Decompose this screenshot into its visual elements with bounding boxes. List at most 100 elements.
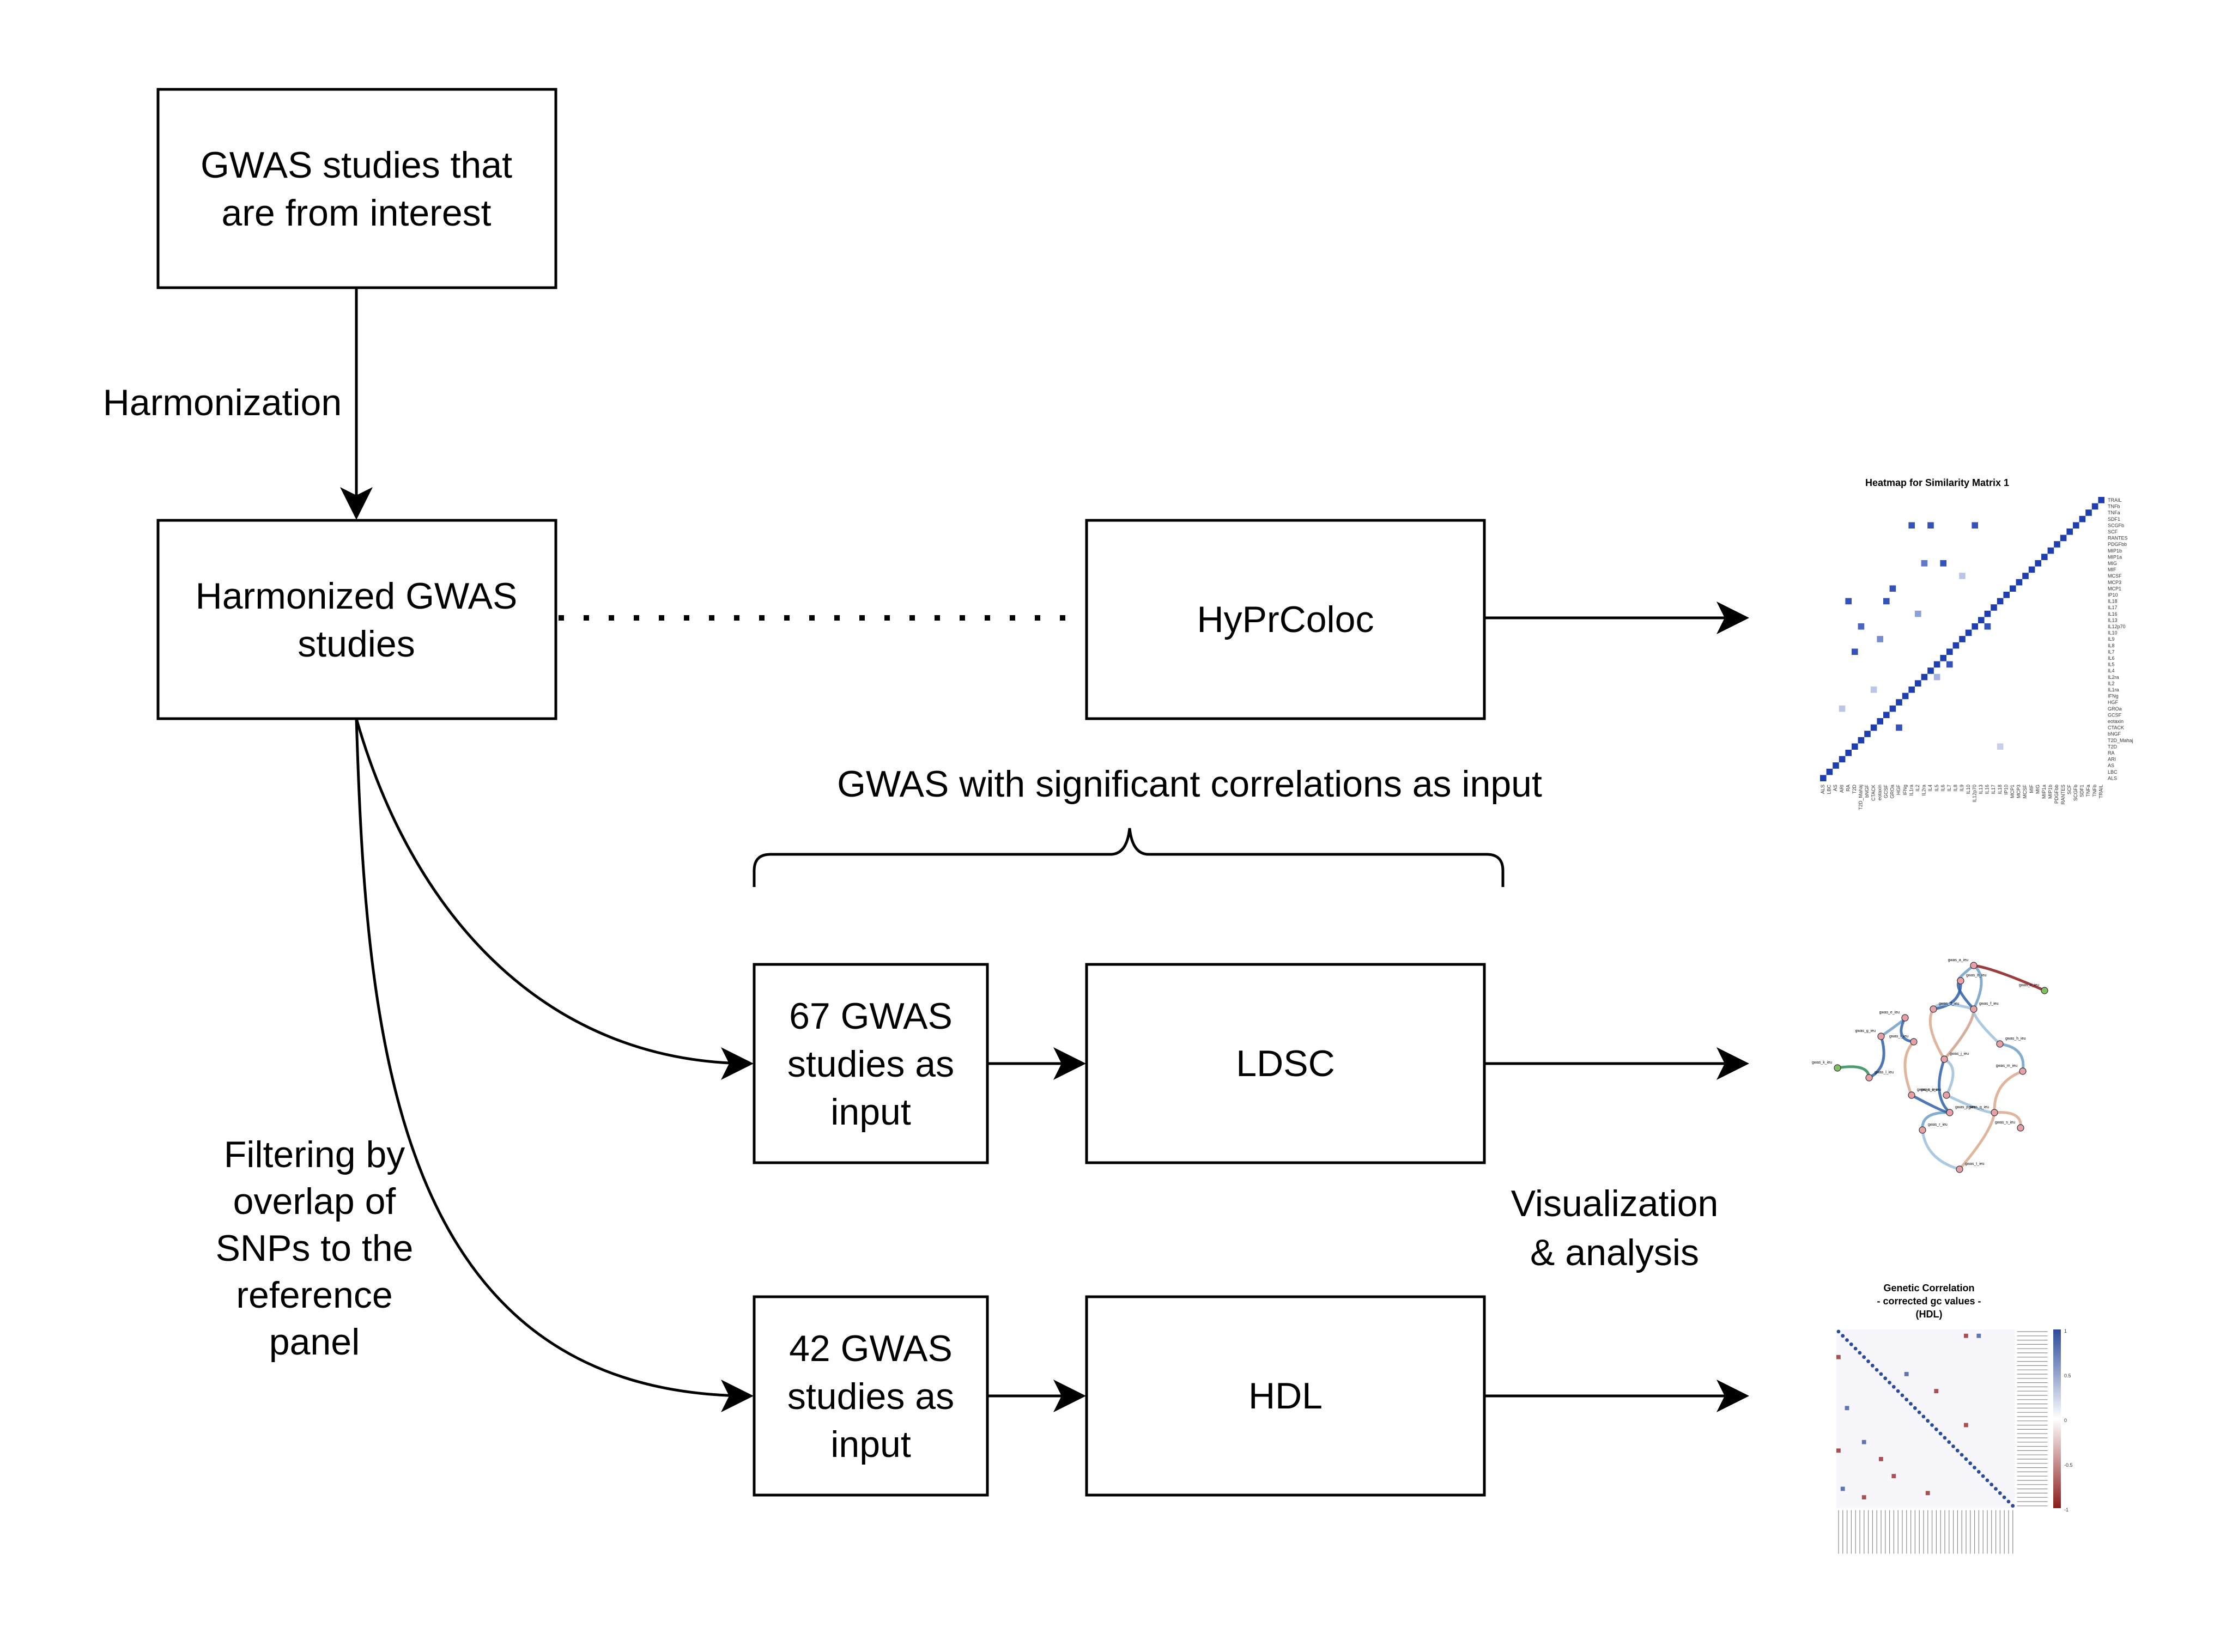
node-gwas67-line-2: studies as xyxy=(787,1043,954,1085)
node-gwas42: 42 GWAS studies as input xyxy=(753,1295,989,1497)
heatmap2-diagonal-cell xyxy=(1934,1427,1938,1431)
node-ldsc: LDSC xyxy=(1085,963,1486,1164)
heatmap1-col-label: IFNg xyxy=(1902,785,1908,795)
thumbnail-correlation-network: gwas_a_ieugwas_b_ieugwas_c_ieugwas_d_ieu… xyxy=(1812,958,2048,1173)
heatmap1-row-label: AS xyxy=(2108,763,2114,768)
heatmap1-cell xyxy=(1839,705,1846,712)
heatmap1-diagonal-cell xyxy=(2041,554,2048,560)
heatmap2-cell xyxy=(1904,1372,1909,1376)
network-edge xyxy=(1933,980,1962,1011)
heatmap1-col-label: bNGF xyxy=(1864,785,1870,798)
heatmap1-row-label: IL6 xyxy=(2108,655,2115,661)
heatmap1-row-label: IL9 xyxy=(2108,636,2115,642)
heatmap2-diagonal-cell xyxy=(1836,1329,1841,1334)
heatmap2-title-line-2: - corrected gc values - xyxy=(1877,1296,1981,1307)
heatmap1-col-label: IL4 xyxy=(1927,785,1933,792)
heatmap2-diagonal-cell xyxy=(1875,1368,1879,1372)
heatmap1-diagonal-cell xyxy=(1991,604,1997,611)
heatmap2-diagonal-cell xyxy=(1994,1487,1998,1491)
heatmap1-row-label: TNFa xyxy=(2108,510,2120,515)
heatmap1-cell xyxy=(1883,598,1890,605)
heatmap2-cell xyxy=(1964,1333,1968,1338)
heatmap2-cell xyxy=(1879,1457,1883,1461)
network-node xyxy=(1901,1014,1909,1022)
network-node-label: gwas_s_ieu xyxy=(1995,1121,2015,1125)
heatmap1-col-label: MIP1a xyxy=(2041,785,2047,799)
heatmap1-row-label: PDGFbb xyxy=(2108,542,2127,547)
heatmap1-cell xyxy=(1870,687,1877,693)
heatmap2-diagonal-cell xyxy=(1853,1346,1858,1351)
heatmap1-col-label: TNFb xyxy=(2092,785,2097,797)
heatmap1-cell xyxy=(1946,661,1953,668)
heatmap1-row-label: IL4 xyxy=(2108,668,2115,673)
network-node-label: gwas_t_ieu xyxy=(1965,1162,1985,1166)
network-node-label: gwas_l_ieu xyxy=(1875,1071,1894,1074)
network-node xyxy=(1991,1109,1998,1116)
network-node-label: gwas_p_ieu xyxy=(1955,1106,1975,1109)
heatmap1-cell xyxy=(1915,610,1921,617)
heatmap1-col-label: TRAIL xyxy=(2098,785,2103,799)
heatmap1-row-label: bNGF xyxy=(2108,731,2121,737)
heatmap1-diagonal-cell xyxy=(2028,566,2035,573)
network-edge xyxy=(1837,1065,1871,1078)
network-edge xyxy=(1938,1059,1951,1114)
network-node xyxy=(1865,1074,1873,1082)
network-node-label: gwas_q_ieu xyxy=(1969,1106,1989,1109)
heatmap1-diagonal-cell xyxy=(1978,617,1985,623)
network-node-label: gwas_c_ieu xyxy=(2019,983,2039,987)
heatmap1-col-label: IL5 xyxy=(1934,785,1939,792)
heatmap1-row-label: SDF1 xyxy=(2108,517,2120,522)
heatmap2-cell xyxy=(1836,1355,1841,1359)
network-node xyxy=(1834,1064,1841,1072)
heatmap1-diagonal-cell xyxy=(1858,737,1865,744)
heatmap1-diagonal-cell xyxy=(2022,573,2029,579)
network-node-label: gwas_o_ieu xyxy=(1921,1088,1941,1092)
heatmap2-diagonal-cell xyxy=(1841,1334,1845,1338)
label-filtering-line-4: reference xyxy=(236,1274,392,1316)
heatmap1-diagonal-cell xyxy=(1896,699,1902,706)
heatmap1-col-label: PDGFbb xyxy=(2054,785,2059,804)
heatmap1-col-label: IL6 xyxy=(1940,785,1945,792)
heatmap1-diagonal-cell xyxy=(1889,705,1896,712)
heatmap2-diagonal-cell xyxy=(1921,1414,1926,1419)
network-node-label: gwas_n_ieu xyxy=(1917,1088,1937,1092)
network-edge xyxy=(1958,1112,1996,1170)
network-edge xyxy=(1943,1058,1955,1096)
heatmap1-title: Heatmap for Similarity Matrix 1 xyxy=(1865,477,2009,488)
label-filtering-line-3: SNPs to the xyxy=(216,1228,414,1269)
heatmap1-row-label: MIF xyxy=(2108,567,2116,573)
heatmap1-cell xyxy=(1908,522,1915,529)
heatmap1-col-label: CTACK xyxy=(1871,785,1876,801)
network-node xyxy=(1908,1091,1915,1099)
heatmap1-diagonal-cell xyxy=(1952,642,1960,649)
heatmap1-col-label: RANTES xyxy=(2060,785,2066,805)
heatmap1-col-label: AS xyxy=(1833,785,1838,791)
heatmap1-row-label: IL17 xyxy=(2108,605,2118,610)
heatmap1-cell xyxy=(1852,648,1858,655)
network-edge xyxy=(1972,1009,2001,1045)
heatmap2-cell xyxy=(1840,1486,1845,1491)
heatmap1-col-label: TNFa xyxy=(2085,785,2091,797)
heatmap1-col-label: GROa xyxy=(1890,785,1895,799)
network-node xyxy=(1930,1005,1937,1013)
heatmap2-diagonal-cell xyxy=(1976,1469,1981,1474)
heatmap1-col-label: GCSF xyxy=(1883,785,1889,799)
node-ldsc-label: LDSC xyxy=(1236,1043,1335,1084)
heatmap2-diagonal-cell xyxy=(1883,1376,1888,1381)
edge-harmonized-to-gwas42 xyxy=(355,718,754,1412)
heatmap2-diagonal-cell xyxy=(1960,1453,1964,1457)
heatmap1-col-label: MCSF xyxy=(2022,785,2028,799)
heatmap1-col-label: IL10 xyxy=(1966,785,1971,794)
heatmap1-row-label: ARI xyxy=(2108,757,2116,762)
node-gwas67-line-1: 67 GWAS xyxy=(789,995,953,1037)
heatmap1-row-label: IL10 xyxy=(2108,630,2118,636)
heatmap1-col-label: IP10 xyxy=(2003,785,2009,795)
network-node xyxy=(1957,977,1964,985)
heatmap1-row-label: IL1ra xyxy=(2108,687,2119,693)
network-node-label: gwas_f_ieu xyxy=(1979,1002,1999,1006)
node-gwas42-line-1: 42 GWAS xyxy=(789,1328,953,1369)
heatmap2-diagonal-cell xyxy=(1879,1372,1883,1376)
node-hyprcoloc-label: HyPrColoc xyxy=(1197,599,1374,640)
heatmap1-row-label: MIP1a xyxy=(2108,554,2122,560)
